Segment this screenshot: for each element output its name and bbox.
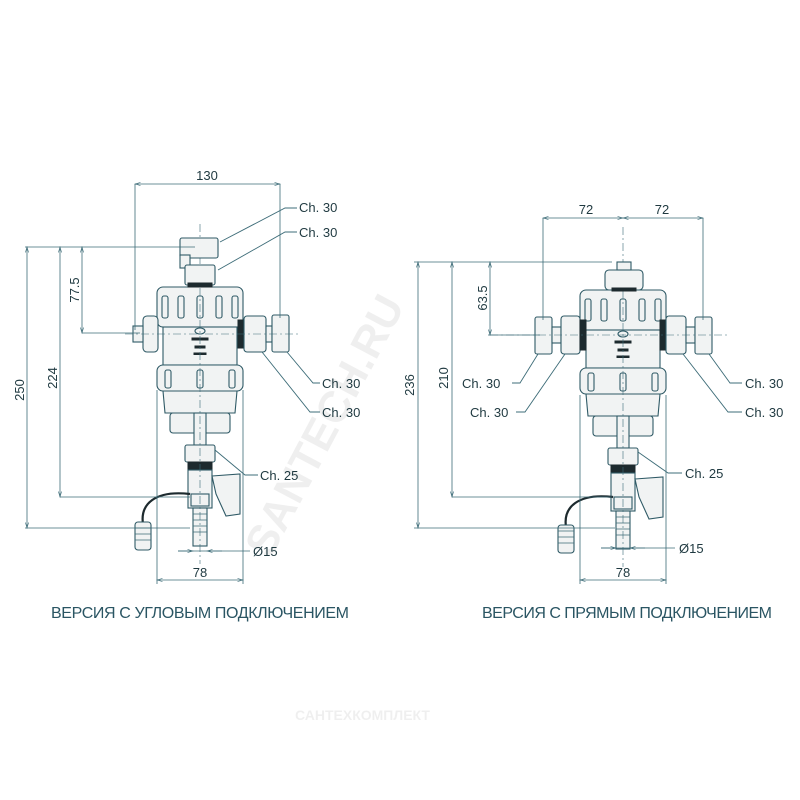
straight-version-drawing: 72 72 236 210 63.5 Ch. 30 Ch. 30 Ch. 30 … — [402, 202, 783, 622]
label-hose-diameter: Ø15 — [679, 541, 704, 556]
dim-height-224: 224 — [45, 367, 60, 389]
label-ch-left-nut: Ch. 30 — [470, 405, 508, 420]
right-port-fitting — [271, 314, 290, 353]
label-ch-left-fitting: Ch. 30 — [462, 376, 500, 391]
caption-straight: ВЕРСИЯ С ПРЯМЫМ ПОДКЛЮЧЕНИЕМ — [482, 605, 772, 622]
label-ch-vent: Ch. 30 — [299, 200, 337, 215]
vent-cap — [604, 269, 644, 291]
dim-width-72-right: 72 — [655, 202, 669, 217]
label-ch-right-nut: Ch. 30 — [745, 405, 783, 420]
label-ch-drain: Ch. 25 — [260, 468, 298, 483]
left-port-fitting — [534, 316, 553, 355]
right-port-fitting — [694, 316, 713, 355]
vent-nut — [184, 264, 216, 286]
dim-height-63-5: 63.5 — [475, 285, 490, 310]
dim-width-78: 78 — [193, 565, 207, 580]
label-ch-vent-nut: Ch. 30 — [299, 225, 337, 240]
label-hose-diameter: Ø15 — [253, 544, 278, 559]
caption-angled: ВЕРСИЯ С УГЛОВЫМ ПОДКЛЮЧЕНИЕМ — [51, 605, 349, 622]
dim-width-72-left: 72 — [579, 202, 593, 217]
dim-height-236: 236 — [402, 374, 417, 396]
label-ch-drain: Ch. 25 — [685, 466, 723, 481]
dim-width-78: 78 — [616, 565, 630, 580]
label-ch-port-nut: Ch. 30 — [322, 405, 360, 420]
vent-cap — [179, 237, 219, 259]
dim-height-250: 250 — [12, 379, 27, 401]
angled-version-drawing: 130 250 224 77.5 Ch. 30 Ch. 30 Ch. 30 Ch… — [12, 168, 360, 622]
label-ch-port-fitting: Ch. 30 — [322, 376, 360, 391]
label-ch-right-fitting: Ch. 30 — [745, 376, 783, 391]
dim-height-210: 210 — [436, 367, 451, 389]
watermark-logo: САНТЕХКОМПЛЕКТ — [295, 707, 430, 723]
dim-width-130: 130 — [196, 168, 218, 183]
dim-height-77-5: 77.5 — [67, 277, 82, 302]
